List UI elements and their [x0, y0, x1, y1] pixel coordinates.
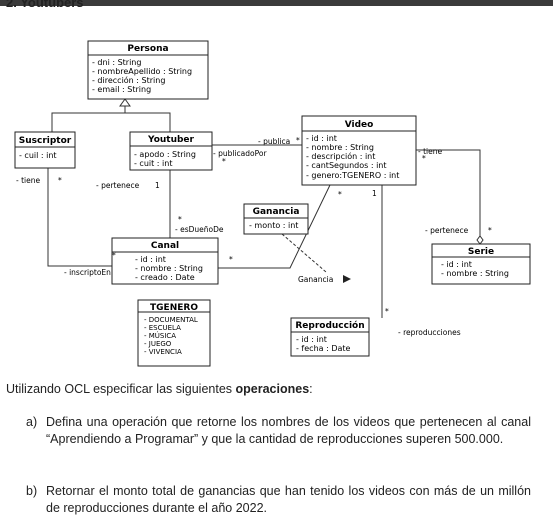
mult-pertenece-one: 1	[155, 181, 160, 190]
direction-arrow	[343, 275, 351, 283]
video-attr: - descripción : int	[306, 151, 375, 161]
tgenero-literal: - ESCUELA	[144, 324, 181, 332]
tgenero-literal: - DOCUMENTAL	[144, 316, 198, 324]
role-pertenece-youtuber: - pertenece	[96, 181, 140, 190]
mult-video-one-star: *	[338, 190, 342, 199]
class-persona: Persona - dni : String - nombreApellido …	[87, 40, 209, 100]
mult-canal-left: *	[112, 251, 116, 260]
class-tgenero-name: TGENERO	[150, 303, 198, 313]
role-tiene-video: - tiene	[418, 147, 442, 156]
section-title: 2. Youtubers	[6, 0, 84, 10]
item-letter: b)	[26, 484, 38, 498]
item-text: Retornar el monto total de ganancias que…	[46, 484, 531, 515]
persona-attr: - dni : String	[92, 58, 141, 67]
class-reproduccion: Reproducción - id : int - fecha : Date	[290, 317, 370, 357]
question-item-b: b) Retornar el monto total de ganancias …	[26, 483, 531, 517]
mult-video-one: 1	[372, 189, 377, 198]
intro-suffix: :	[309, 382, 313, 396]
mult-canal-right: *	[229, 255, 233, 264]
class-suscriptor: Suscriptor - cuil : int	[14, 131, 76, 169]
serie-attr: - nombre : String	[441, 269, 509, 278]
youtuber-attr: - cuit : int	[134, 159, 172, 168]
assoc-ganancia-label: Ganancia	[298, 275, 333, 284]
assoc-canal-video	[218, 184, 331, 269]
assoc-video-serie	[416, 149, 481, 236]
mult-esdueno: *	[178, 215, 182, 224]
mult-video-tiene: *	[422, 154, 426, 163]
assoc-suscriptor-canal	[47, 168, 112, 267]
generalization-youtuber	[125, 112, 171, 132]
mult-reproduccion: *	[385, 307, 389, 316]
role-reproducciones: - reproducciones	[398, 328, 461, 337]
class-tgenero: TGENERO - DOCUMENTAL - ESCUELA - MÚSICA …	[137, 299, 211, 367]
tgenero-literal: - VIVENCIA	[144, 348, 182, 356]
suscriptor-attr: - cuil : int	[19, 151, 57, 160]
class-video: Video - id : int - nombre : String - des…	[301, 115, 417, 186]
question-item-a: a) Defina una operación que retorne los …	[26, 414, 531, 448]
role-inscripto-en: - inscriptoEn	[64, 268, 111, 277]
serie-attr: - id : int	[441, 260, 472, 269]
ganancia-attr: - monto : int	[249, 221, 298, 230]
class-ganancia-name: Ganancia	[253, 207, 300, 217]
persona-attr: - dirección : String	[92, 75, 165, 85]
mult-serie: *	[488, 226, 492, 235]
class-reproduccion-name: Reproducción	[295, 320, 364, 331]
persona-attr: - nombreApellido : String	[92, 67, 192, 76]
reproduccion-attr: - fecha : Date	[296, 344, 351, 353]
intro-prefix: Utilizando OCL especificar las siguiente…	[6, 382, 236, 396]
class-ganancia: Ganancia - monto : int	[243, 203, 309, 235]
class-video-name: Video	[345, 120, 374, 130]
role-publica: - publica	[258, 137, 290, 146]
video-attr: - genero:TGENERO : int	[306, 171, 399, 180]
youtuber-attr: - apodo : String	[134, 150, 196, 159]
canal-attr: - id : int	[135, 255, 166, 264]
class-persona-name: Persona	[127, 44, 168, 54]
class-serie-name: Serie	[468, 247, 494, 257]
mult-publicado: *	[222, 157, 226, 166]
mult-publica: *	[296, 136, 300, 145]
uml-class-diagram: Persona - dni : String - nombreApellido …	[14, 40, 531, 367]
generalization-suscriptor	[51, 106, 126, 132]
canal-attr: - creado : Date	[135, 273, 195, 282]
item-letter: a)	[26, 415, 38, 429]
class-youtuber: Youtuber - apodo : String - cuit : int	[129, 131, 213, 171]
class-suscriptor-name: Suscriptor	[19, 136, 72, 146]
question-intro: Utilizando OCL especificar las siguiente…	[6, 382, 546, 396]
item-text: Defina una operación que retorne los nom…	[46, 415, 531, 446]
video-attr: - nombre : String	[306, 143, 374, 152]
reproduccion-attr: - id : int	[296, 335, 327, 344]
video-attr: - cantSegundos : int	[306, 161, 387, 170]
persona-attr: - email : String	[92, 85, 151, 94]
class-youtuber-name: Youtuber	[147, 135, 195, 145]
class-canal-name: Canal	[151, 241, 179, 251]
role-pertenece-serie: - pertenece	[425, 226, 469, 235]
top-bar	[0, 0, 553, 6]
mult-susc-tiene: *	[58, 176, 62, 185]
role-tiene-suscriptor: - tiene	[16, 176, 40, 185]
aggregation-diamond	[476, 235, 484, 245]
canal-attr: - nombre : String	[135, 264, 203, 273]
role-publicado-por: - publicadoPor	[213, 149, 267, 158]
role-esduenode: - esDueñoDe	[175, 225, 224, 234]
generalization-arrowhead	[119, 98, 131, 107]
class-serie: Serie - id : int - nombre : String	[431, 243, 531, 285]
intro-bold: operaciones	[235, 382, 310, 396]
tgenero-literal: - MÚSICA	[144, 331, 176, 340]
video-attr: - id : int	[306, 134, 337, 143]
tgenero-literal: - JUEGO	[144, 340, 172, 348]
class-canal: Canal - id : int - nombre : String - cre…	[111, 237, 219, 285]
